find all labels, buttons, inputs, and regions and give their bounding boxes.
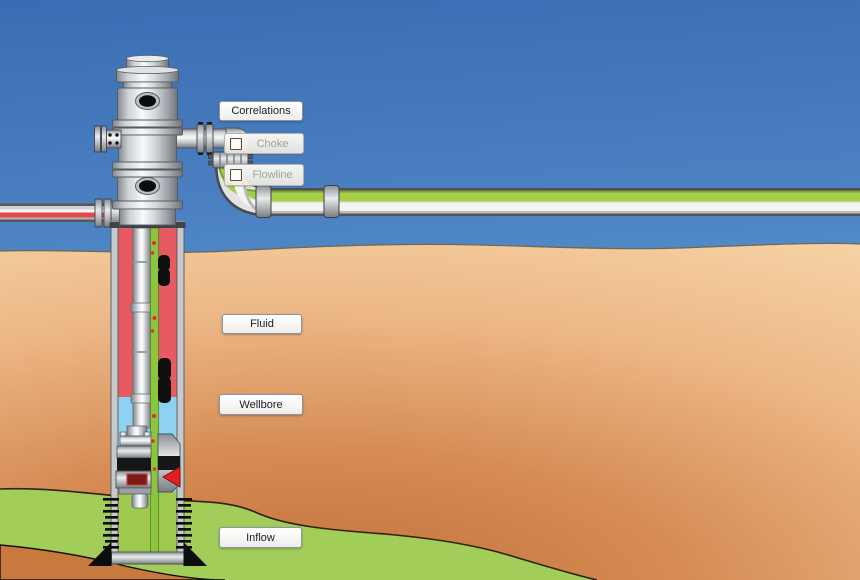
inflow-button[interactable]: Inflow [219, 527, 302, 548]
fluid-button[interactable]: Fluid [222, 314, 302, 334]
casing-shoe-plug [111, 551, 185, 565]
subsoil-patch [0, 544, 226, 580]
flowline-checkbox[interactable] [230, 169, 242, 181]
correlations-button[interactable]: Correlations [219, 101, 303, 121]
flowline-button[interactable]: Flowline [224, 164, 304, 186]
wellbore-label: Wellbore [239, 398, 283, 411]
choke-checkbox[interactable] [230, 137, 242, 150]
wellhead-stack [94, 54, 183, 226]
wellbore-casing [109, 221, 186, 565]
downhole-pump-assembly [115, 425, 181, 509]
wellbore-button[interactable]: Wellbore [219, 394, 303, 415]
gas-lift-valves [158, 255, 171, 403]
flowline-pipe [262, 188, 860, 216]
inflow-arrow-icon [162, 466, 181, 488]
perforations [103, 498, 192, 549]
tubing-fluid-stream [150, 227, 159, 553]
choke-button[interactable]: Choke [224, 133, 304, 154]
fluid-label: Fluid [250, 318, 274, 330]
wellhead-left-outlet [94, 125, 122, 153]
casing-wall-right [176, 224, 185, 565]
flowline-label: Flowline [252, 169, 293, 181]
choke-label: Choke [256, 137, 289, 150]
casing-shoe [88, 542, 207, 566]
correlations-label: Correlations [231, 105, 291, 117]
inflow-label: Inflow [246, 531, 275, 544]
casing-wall-left [110, 224, 119, 565]
